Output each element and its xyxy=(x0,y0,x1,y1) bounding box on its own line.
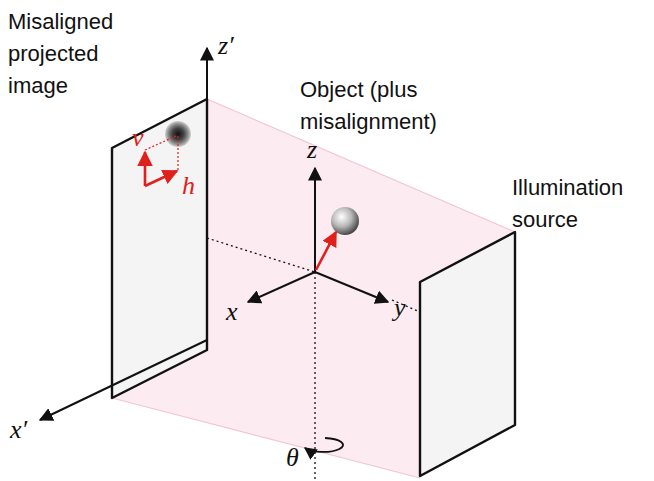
axis-label: x′ xyxy=(10,416,40,444)
v-vector xyxy=(144,152,147,186)
detector-panel xyxy=(112,99,207,398)
axis-label: z′ xyxy=(218,32,248,60)
object-sphere xyxy=(331,207,359,235)
angle-label: θ xyxy=(286,444,310,472)
source-panel xyxy=(420,232,515,476)
z-axis xyxy=(314,168,316,272)
z-prime-axis xyxy=(206,48,208,340)
projection-guide xyxy=(145,136,176,150)
vector-label: h xyxy=(182,172,202,200)
x-axis xyxy=(248,272,315,302)
object-title: Object (plus misalignment) xyxy=(300,74,505,138)
projection-guide xyxy=(177,136,178,170)
rotation-arrow xyxy=(305,438,343,452)
axis-label: x xyxy=(226,298,250,326)
beam-region xyxy=(112,99,515,478)
panel-title: Misaligned projected image xyxy=(8,6,126,102)
y-axis xyxy=(315,272,388,302)
misalignment-vector xyxy=(316,232,336,270)
rotation-axis xyxy=(314,272,315,481)
source-title: Illumination source xyxy=(512,172,648,236)
beam-edge xyxy=(112,398,420,478)
x-prime-axis xyxy=(40,340,207,420)
axis-label: y xyxy=(394,294,418,322)
h-vector xyxy=(145,171,177,186)
vector-label: v xyxy=(132,124,152,152)
guide-line xyxy=(207,238,315,272)
axis-label: z xyxy=(307,136,331,164)
projected-spot xyxy=(165,121,191,147)
